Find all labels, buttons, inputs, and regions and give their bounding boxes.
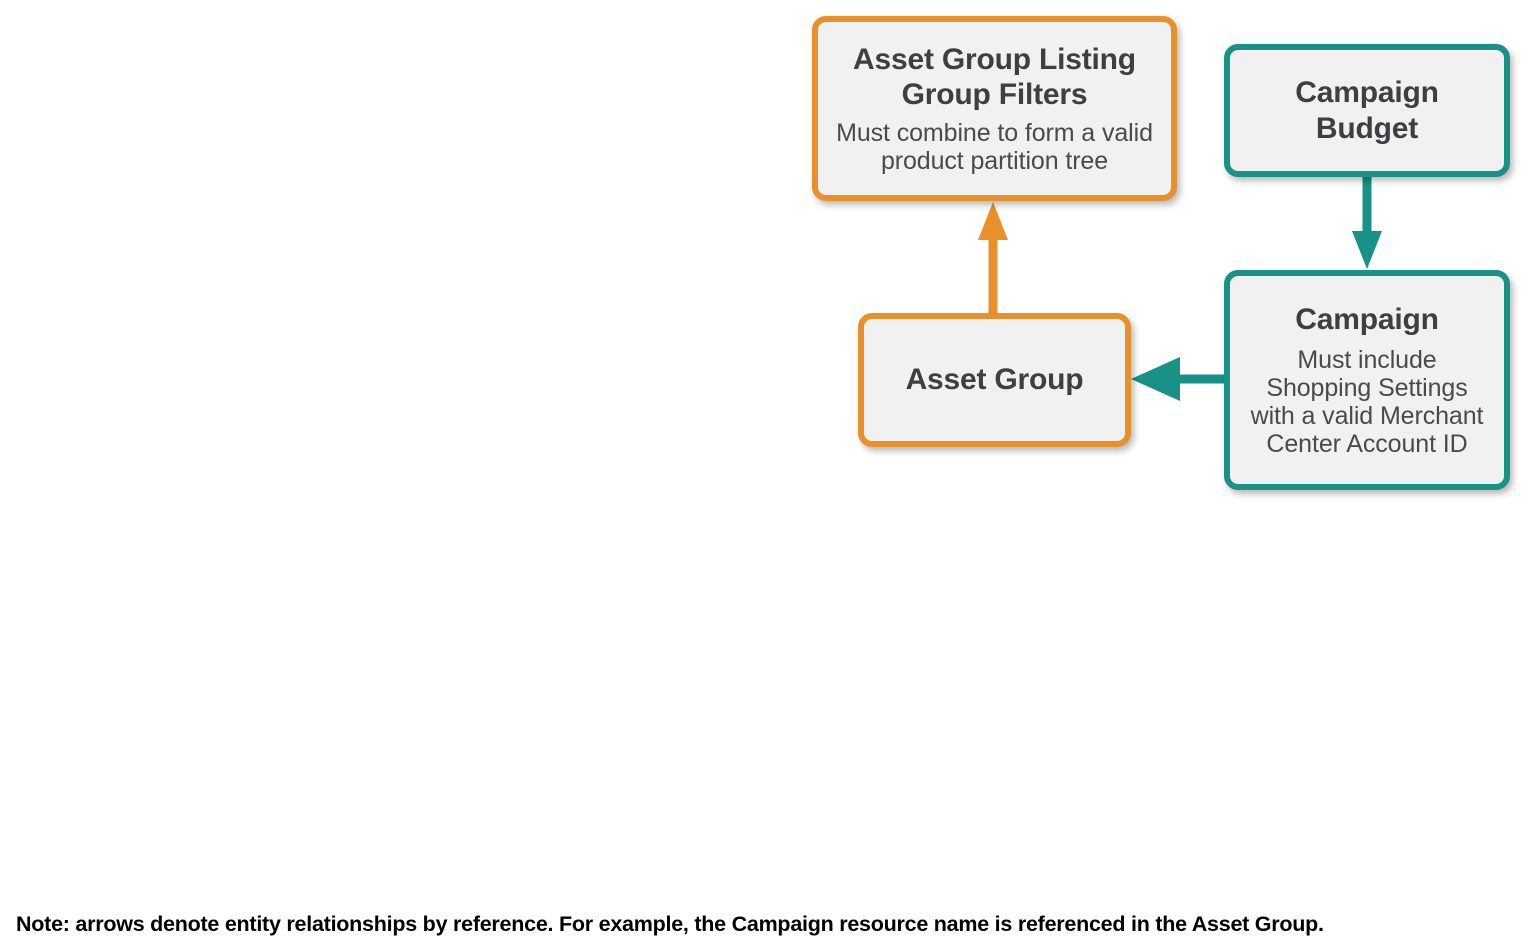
node-subtitle: Must include Shopping Settings with a va… [1250, 346, 1484, 459]
arrowhead-down-icon [1352, 231, 1382, 269]
arrowhead-up-icon [978, 202, 1008, 240]
node-title: Asset Group Listing Group Filters [853, 42, 1136, 111]
node-asset-group[interactable]: Asset Group [858, 313, 1131, 447]
node-subtitle: Must combine to form a valid product par… [836, 119, 1153, 176]
node-campaign[interactable]: Campaign Must include Shopping Settings … [1224, 270, 1510, 490]
arrowhead-left-icon [1131, 357, 1180, 401]
node-title: Asset Group [905, 363, 1084, 397]
node-title: Campaign Budget [1295, 76, 1439, 145]
edge-asset-group-to-listing-group-filters [978, 202, 1008, 315]
node-title: Campaign [1295, 302, 1439, 336]
node-campaign-budget[interactable]: Campaign Budget [1224, 44, 1510, 177]
edge-campaign-budget-to-campaign [1352, 176, 1382, 269]
edge-campaign-to-asset-group [1131, 357, 1227, 401]
node-asset-group-listing-group-filters[interactable]: Asset Group Listing Group Filters Must c… [812, 16, 1177, 201]
diagram-note: Note: arrows denote entity relationships… [16, 912, 1324, 936]
